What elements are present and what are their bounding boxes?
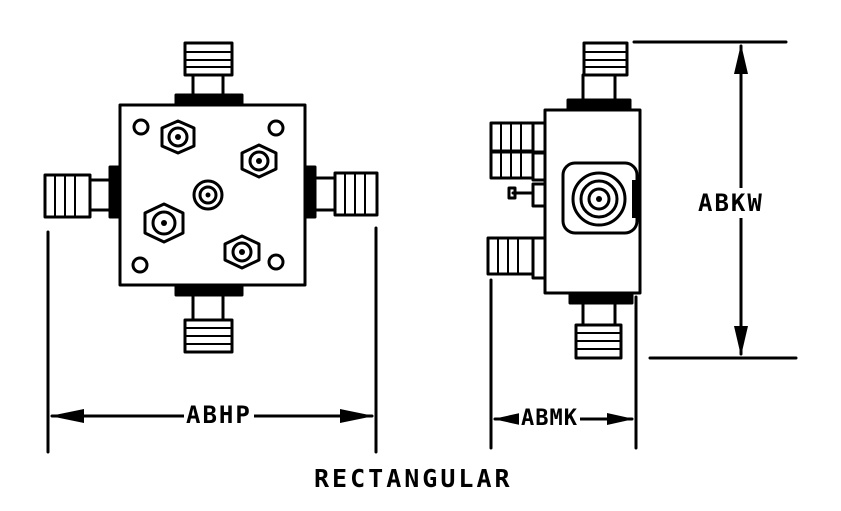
side-left-connector: [489, 150, 547, 182]
height-dimension-label: ABKW: [694, 188, 768, 218]
center-port: [192, 179, 224, 211]
front-view: [43, 41, 379, 354]
side-center-port: [561, 161, 640, 235]
side-left-connector: [489, 121, 547, 155]
diagram-caption: RECTANGULAR: [314, 464, 513, 493]
depth-dimension: [489, 278, 638, 450]
depth-dimension-label: ABMK: [519, 406, 580, 432]
front-right-connector: [303, 165, 379, 219]
front-left-connector: [43, 165, 122, 219]
mounting-hole: [267, 119, 285, 137]
hex-port: [143, 202, 185, 244]
mounting-hole: [132, 118, 150, 136]
side-left-connector: [486, 236, 547, 280]
hex-port: [160, 119, 196, 155]
mounting-hole: [267, 253, 285, 271]
width-dimension: [46, 226, 378, 454]
front-top-connector: [174, 41, 244, 107]
front-bottom-connector: [174, 283, 244, 354]
side-view: [486, 41, 642, 360]
side-top-connector: [566, 41, 632, 112]
hex-port: [240, 143, 278, 179]
side-tuning-pin: [507, 182, 547, 208]
hex-port: [223, 234, 261, 270]
width-dimension-label: ABHP: [184, 401, 254, 429]
mounting-hole: [131, 256, 149, 274]
side-bottom-connector: [568, 291, 634, 360]
